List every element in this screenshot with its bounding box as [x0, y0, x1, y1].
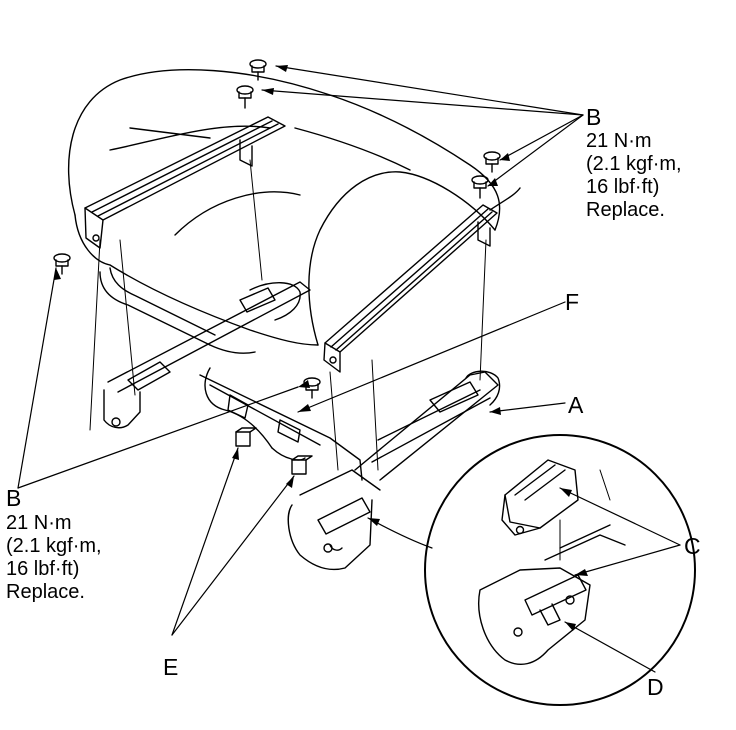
- label-d: D: [647, 674, 664, 700]
- detail-magnifier: [424, 434, 696, 706]
- label-b-top: B: [586, 104, 602, 130]
- bolt-icon: [236, 85, 254, 109]
- torque-kgf: (2.1 kgf·m,: [6, 535, 102, 557]
- label-f: F: [565, 289, 580, 315]
- label-a: A: [568, 392, 584, 418]
- label-b-left: B: [6, 485, 22, 511]
- replace-note: Replace.: [586, 199, 665, 221]
- torque-kgf: (2.1 kgf·m,: [586, 153, 682, 175]
- lower-track-assembly: [103, 281, 501, 571]
- label-e: E: [163, 654, 179, 680]
- torque-value: 21 N·m: [6, 512, 72, 534]
- torque-value: 21 N·m: [586, 130, 652, 152]
- upper-rail-left: [84, 116, 286, 249]
- bolt-icon: [303, 377, 321, 399]
- seat-cushion: [67, 69, 501, 346]
- replace-note: Replace.: [6, 581, 85, 603]
- bolt-icon: [53, 253, 71, 275]
- upper-rail-right: [323, 187, 521, 373]
- bolt-icon: [471, 175, 489, 199]
- seat-frame-bar: [99, 267, 256, 354]
- label-c: C: [684, 533, 701, 559]
- torque-lbf: 16 lbf·ft): [586, 176, 660, 198]
- leader-lines: [17, 65, 681, 673]
- torque-spec-left: 21 N·m (2.1 kgf·m, 16 lbf·ft) Replace.: [6, 512, 102, 604]
- connector-icon: [291, 455, 313, 475]
- bolt-icon: [483, 151, 501, 173]
- arrowheads: [54, 65, 588, 631]
- connector-icon: [235, 427, 257, 447]
- torque-lbf: 16 lbf·ft): [6, 558, 80, 580]
- torque-spec-top: 21 N·m (2.1 kgf·m, 16 lbf·ft) Replace.: [586, 130, 682, 222]
- bolt-icon: [249, 59, 267, 81]
